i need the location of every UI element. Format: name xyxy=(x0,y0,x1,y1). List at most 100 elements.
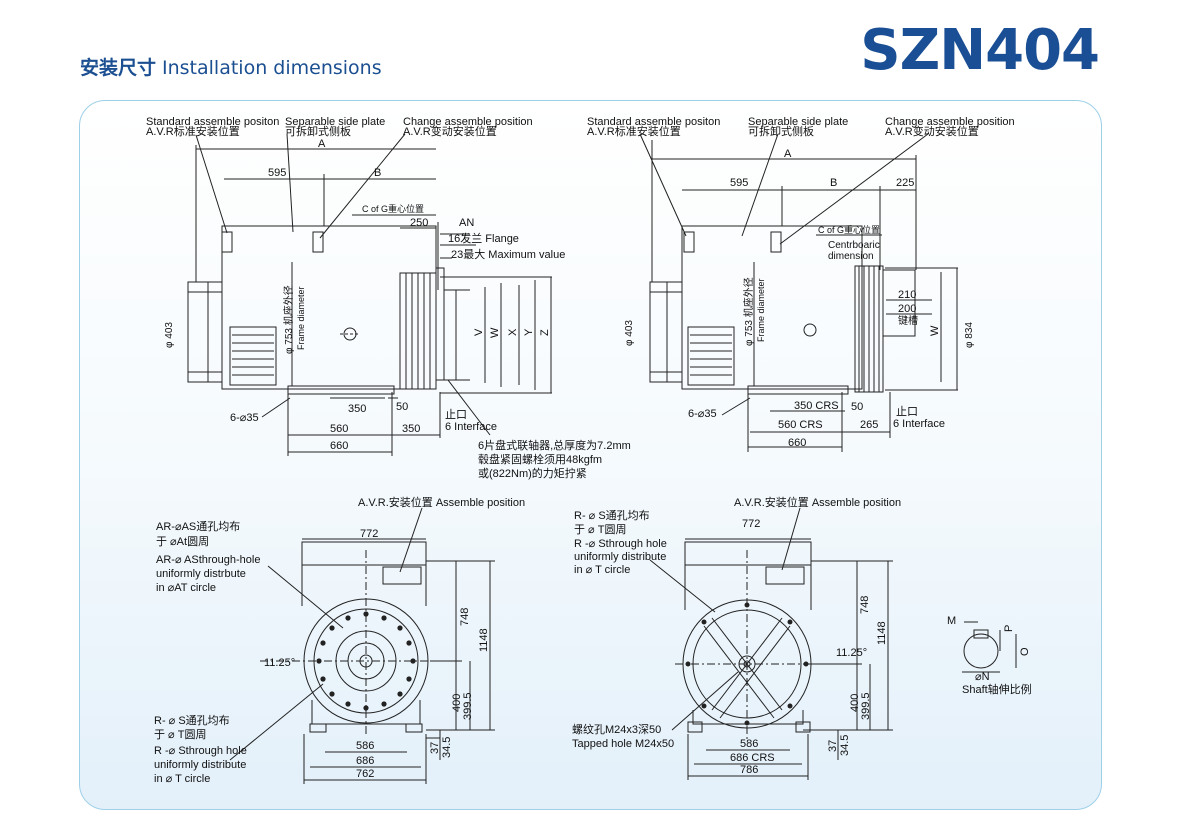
right-side-plate-en: Separable side plate xyxy=(748,116,848,128)
left-flange: 16发兰 Flange xyxy=(448,231,519,245)
end-right-dim-786: 786 xyxy=(740,764,758,776)
end-right-dim-400: 400 xyxy=(849,694,861,712)
right-holes: 6-⌀35 xyxy=(688,408,717,420)
shaft-o: O xyxy=(1019,647,1031,656)
right-frame-dia: φ 753 机座外径 xyxy=(742,277,755,346)
side-view-right xyxy=(639,133,958,452)
end-left-dim-762: 762 xyxy=(356,768,374,780)
left-z: Z xyxy=(539,329,551,336)
end-left-ar-5: in ⌀AT circle xyxy=(156,582,216,594)
end-right-dim-399: 399.5 xyxy=(860,692,872,720)
left-standard-pos-en: Standard assemble positon xyxy=(146,116,279,128)
shaft-n: ⌀N xyxy=(975,671,990,683)
end-left-r-1: R- ⌀ S通孔均布 xyxy=(154,714,230,727)
right-dim-b: B xyxy=(830,177,837,189)
end-left-ar-1: AR-⌀AS通孔均布 xyxy=(156,520,240,533)
right-w: W xyxy=(929,325,941,336)
right-centre-1: Centrboaric xyxy=(828,240,880,251)
right-dim-660: 660 xyxy=(788,437,806,449)
left-dim-250: 250 xyxy=(410,217,428,229)
end-left-ar-3: AR-⌀ ASthrough-hole xyxy=(156,554,260,566)
left-cog: C of G重心位置 xyxy=(362,203,424,214)
end-left-dim-400: 400 xyxy=(451,694,463,712)
left-dia-403: φ 403 xyxy=(164,322,175,348)
section-title-en: Installation dimensions xyxy=(162,57,382,79)
right-dim-225: 225 xyxy=(896,177,914,189)
end-right-angle: 11.25° xyxy=(836,647,867,659)
right-centre-2: dimension xyxy=(828,251,874,262)
end-right-r-4: uniformly distribute xyxy=(574,551,666,563)
shaft-label: Shaft轴伸比例 xyxy=(962,682,1032,696)
generator-body xyxy=(221,225,437,390)
left-y: Y xyxy=(523,328,535,336)
shaft-m: M xyxy=(947,615,956,627)
end-right-r-5: in ⌀ T circle xyxy=(574,564,630,576)
left-dim-b: B xyxy=(374,167,381,179)
right-side-plate-cn: 可拆卸式侧板 xyxy=(748,124,814,138)
end-left-r-4: uniformly distribute xyxy=(154,759,246,771)
end-left-r-2: 于 ⌀ T圆周 xyxy=(154,728,206,741)
end-left-r-5: in ⌀ T circle xyxy=(154,773,210,785)
left-dim-50: 50 xyxy=(396,401,408,413)
left-dim-an: AN xyxy=(459,217,474,229)
shaft-detail xyxy=(962,621,1017,673)
right-dim-50: 50 xyxy=(851,401,863,413)
right-standard-pos-en: Standard assemble positon xyxy=(587,116,720,128)
side-view-left xyxy=(187,133,552,456)
end-left-dim-34: 34.5 xyxy=(441,737,453,758)
right-dim-265: 265 xyxy=(860,419,878,431)
left-note-3: 或(822Nm)的力矩拧紧 xyxy=(478,466,587,480)
drawing-panel xyxy=(79,100,1102,810)
left-max-value: 23最大 Maximum value xyxy=(451,247,565,261)
right-cog: C of G重心位置 xyxy=(818,224,880,235)
end-left-dim-686: 686 xyxy=(356,755,374,767)
model-number: SZN404 xyxy=(860,18,1100,83)
end-right-avr: A.V.R.安装位置 Assemble position xyxy=(734,495,901,509)
end-right-dim-1148: 1148 xyxy=(876,621,888,645)
end-left-ar-2: 于 ⌀At圆周 xyxy=(156,535,209,548)
left-dim-595: 595 xyxy=(268,167,286,179)
section-title-cn: 安装尺寸 xyxy=(80,57,157,79)
end-right-r-1: R- ⌀ S通孔均布 xyxy=(574,509,650,522)
end-left-angle: 11.25° xyxy=(264,657,295,669)
left-change-pos-en: Change assemble position xyxy=(403,116,533,128)
right-key: 键槽 xyxy=(898,314,918,327)
end-right-dim-772: 772 xyxy=(742,518,760,530)
end-right-dim-586: 586 xyxy=(740,738,758,750)
end-right-tapped-cn: 螺纹孔M24x3深50 xyxy=(572,722,661,736)
right-dim-560: 560 CRS xyxy=(778,419,823,431)
end-left-dim-748: 748 xyxy=(459,608,471,626)
right-dia-834: φ 834 xyxy=(964,322,975,348)
left-change-pos-cn: A.V.R变动安装位置 xyxy=(403,124,497,138)
end-view-left xyxy=(229,507,495,784)
right-interface: 6 Interface xyxy=(893,418,945,430)
right-change-pos-cn: A.V.R变动安装位置 xyxy=(885,124,979,138)
end-right-dim-34: 34.5 xyxy=(839,735,851,756)
end-left-avr: A.V.R.安装位置 Assemble position xyxy=(358,495,525,509)
right-change-pos-en: Change assemble position xyxy=(885,116,1015,128)
end-left-dim-37: 37 xyxy=(429,742,441,754)
right-dim-350: 350 CRS xyxy=(794,400,839,412)
left-note-2: 毂盘紧固螺栓须用48kgfm xyxy=(478,452,602,466)
end-left-dim-772: 772 xyxy=(360,528,378,540)
right-standard-pos-cn: A.V.R标准安装位置 xyxy=(587,124,681,138)
left-dim-350a: 350 xyxy=(348,403,366,415)
left-x: X xyxy=(507,328,519,336)
left-side-plate-cn: 可拆卸式侧板 xyxy=(285,124,351,138)
end-left-dim-586: 586 xyxy=(356,740,374,752)
left-w: W xyxy=(489,327,501,338)
right-frame-dia-en: Frame diameter xyxy=(756,278,766,342)
left-frame-dia: φ 753 机座外径 xyxy=(282,285,295,354)
end-left-ar-4: uniformly distrbute xyxy=(156,568,246,580)
left-note-1: 6片盘式联轴器,总厚度为7.2mm xyxy=(478,438,631,452)
left-v: V xyxy=(473,328,485,336)
left-dim-560: 560 xyxy=(330,423,348,435)
left-dim-a: A xyxy=(318,138,326,150)
end-right-dim-686: 686 CRS xyxy=(730,752,775,764)
left-stop-cn: 止口 xyxy=(445,408,467,421)
right-dia-403: φ 403 xyxy=(624,320,635,346)
end-right-dim-37: 37 xyxy=(827,740,839,752)
left-frame-dia-en: Frame diameter xyxy=(296,286,306,350)
end-left-dim-1148: 1148 xyxy=(478,628,490,652)
